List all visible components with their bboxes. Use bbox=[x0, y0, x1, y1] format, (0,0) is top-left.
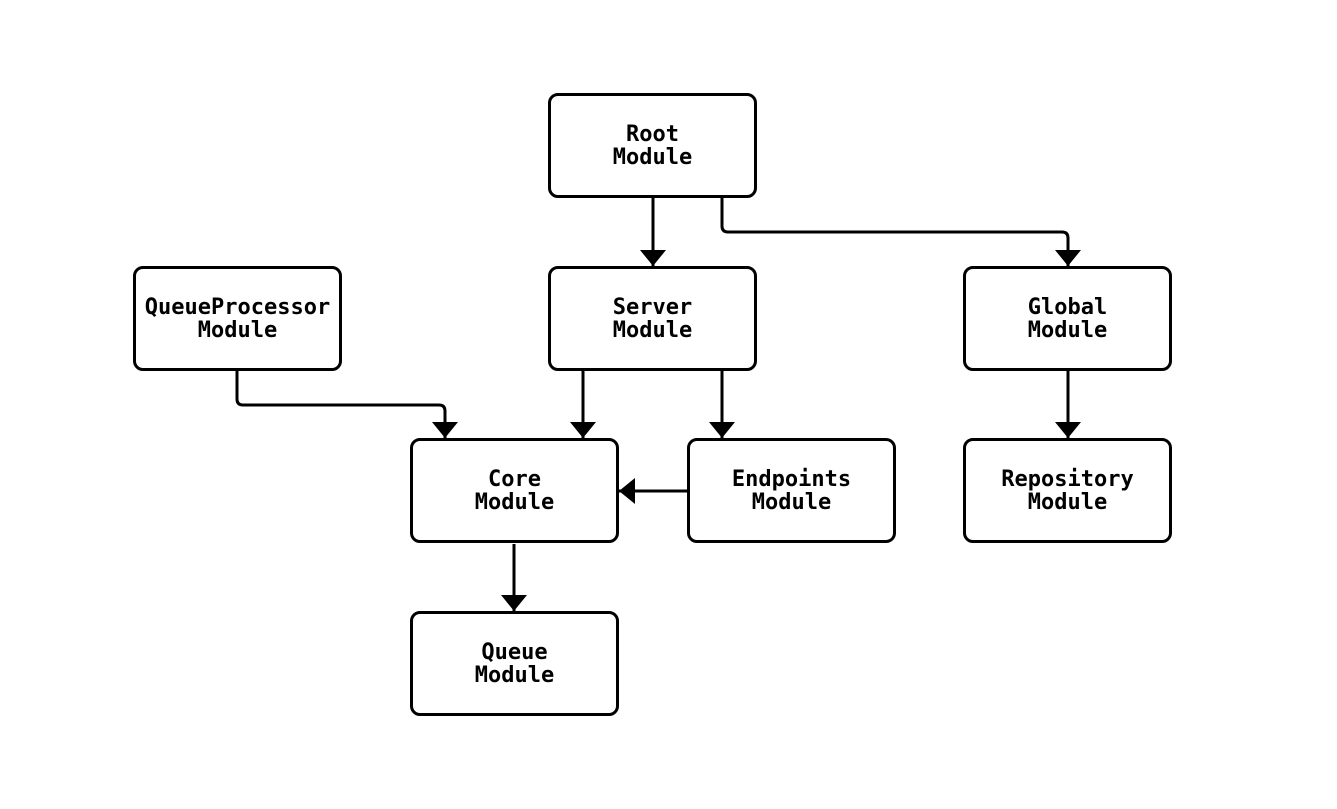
edge-queueprocessor-to-core bbox=[235, 371, 458, 438]
node-label: Root Module bbox=[612, 121, 693, 170]
node-repository-module: Repository Module bbox=[963, 438, 1172, 543]
node-endpoints-module: Endpoints Module bbox=[687, 438, 896, 543]
node-label: Core Module bbox=[474, 466, 555, 515]
node-label: Global Module bbox=[1027, 294, 1108, 343]
node-server-module: Server Module bbox=[548, 266, 757, 371]
node-label: Repository Module bbox=[1001, 466, 1134, 515]
node-root-module: Root Module bbox=[548, 93, 757, 198]
node-label: Queue Module bbox=[474, 639, 555, 688]
node-core-module: Core Module bbox=[410, 438, 619, 543]
edge-root-to-global bbox=[720, 198, 1081, 266]
node-label: Server Module bbox=[612, 294, 693, 343]
node-global-module: Global Module bbox=[963, 266, 1172, 371]
node-label: QueueProcessor Module bbox=[144, 294, 331, 343]
node-queue-module: Queue Module bbox=[410, 611, 619, 716]
node-queueprocessor-module: QueueProcessor Module bbox=[133, 266, 342, 371]
node-label: Endpoints Module bbox=[731, 466, 852, 515]
